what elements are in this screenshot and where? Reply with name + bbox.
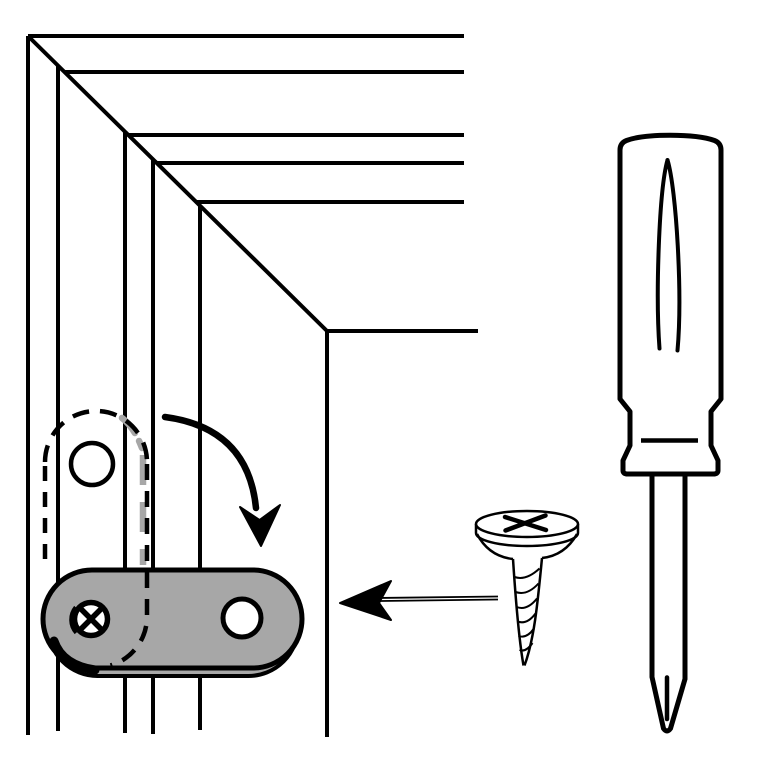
bracket-previous-position <box>42 408 150 668</box>
bracket-free-hole <box>220 596 264 640</box>
insertion-arrow-head-icon <box>339 580 392 621</box>
phillips-screw <box>474 509 580 666</box>
screw-hole-shadow-ring <box>69 605 78 635</box>
screw-insertion-arrow <box>339 580 499 621</box>
screwdriver <box>617 132 724 734</box>
ghost-free-hole <box>68 440 116 488</box>
bracket-plate <box>40 567 305 671</box>
frame-horizontal-lines <box>28 34 478 333</box>
rotation-arrow-tail <box>161 413 260 512</box>
diagram-root <box>26 34 724 737</box>
screwdriver-handle <box>617 132 724 477</box>
rotation-direction-arrow <box>161 413 281 547</box>
bracket-bottom-edge-shade <box>49 636 100 675</box>
screw-threads <box>514 567 541 652</box>
screwdriver-handle-highlight <box>655 158 682 353</box>
turn-bracket <box>40 567 305 678</box>
insertion-arrow-tail <box>377 595 499 602</box>
frame-vertical-lines <box>26 36 329 737</box>
rotation-arrow-head-icon <box>239 504 281 547</box>
screwdriver-shaft <box>649 476 688 734</box>
window-frame-corner <box>26 34 478 737</box>
installed-screw-cross-icon <box>78 606 104 632</box>
frame-miter-diagonal <box>26 34 329 333</box>
screw-head-cross-icon <box>502 513 549 533</box>
screw-countersink <box>475 533 579 561</box>
screw-shank <box>511 557 544 666</box>
